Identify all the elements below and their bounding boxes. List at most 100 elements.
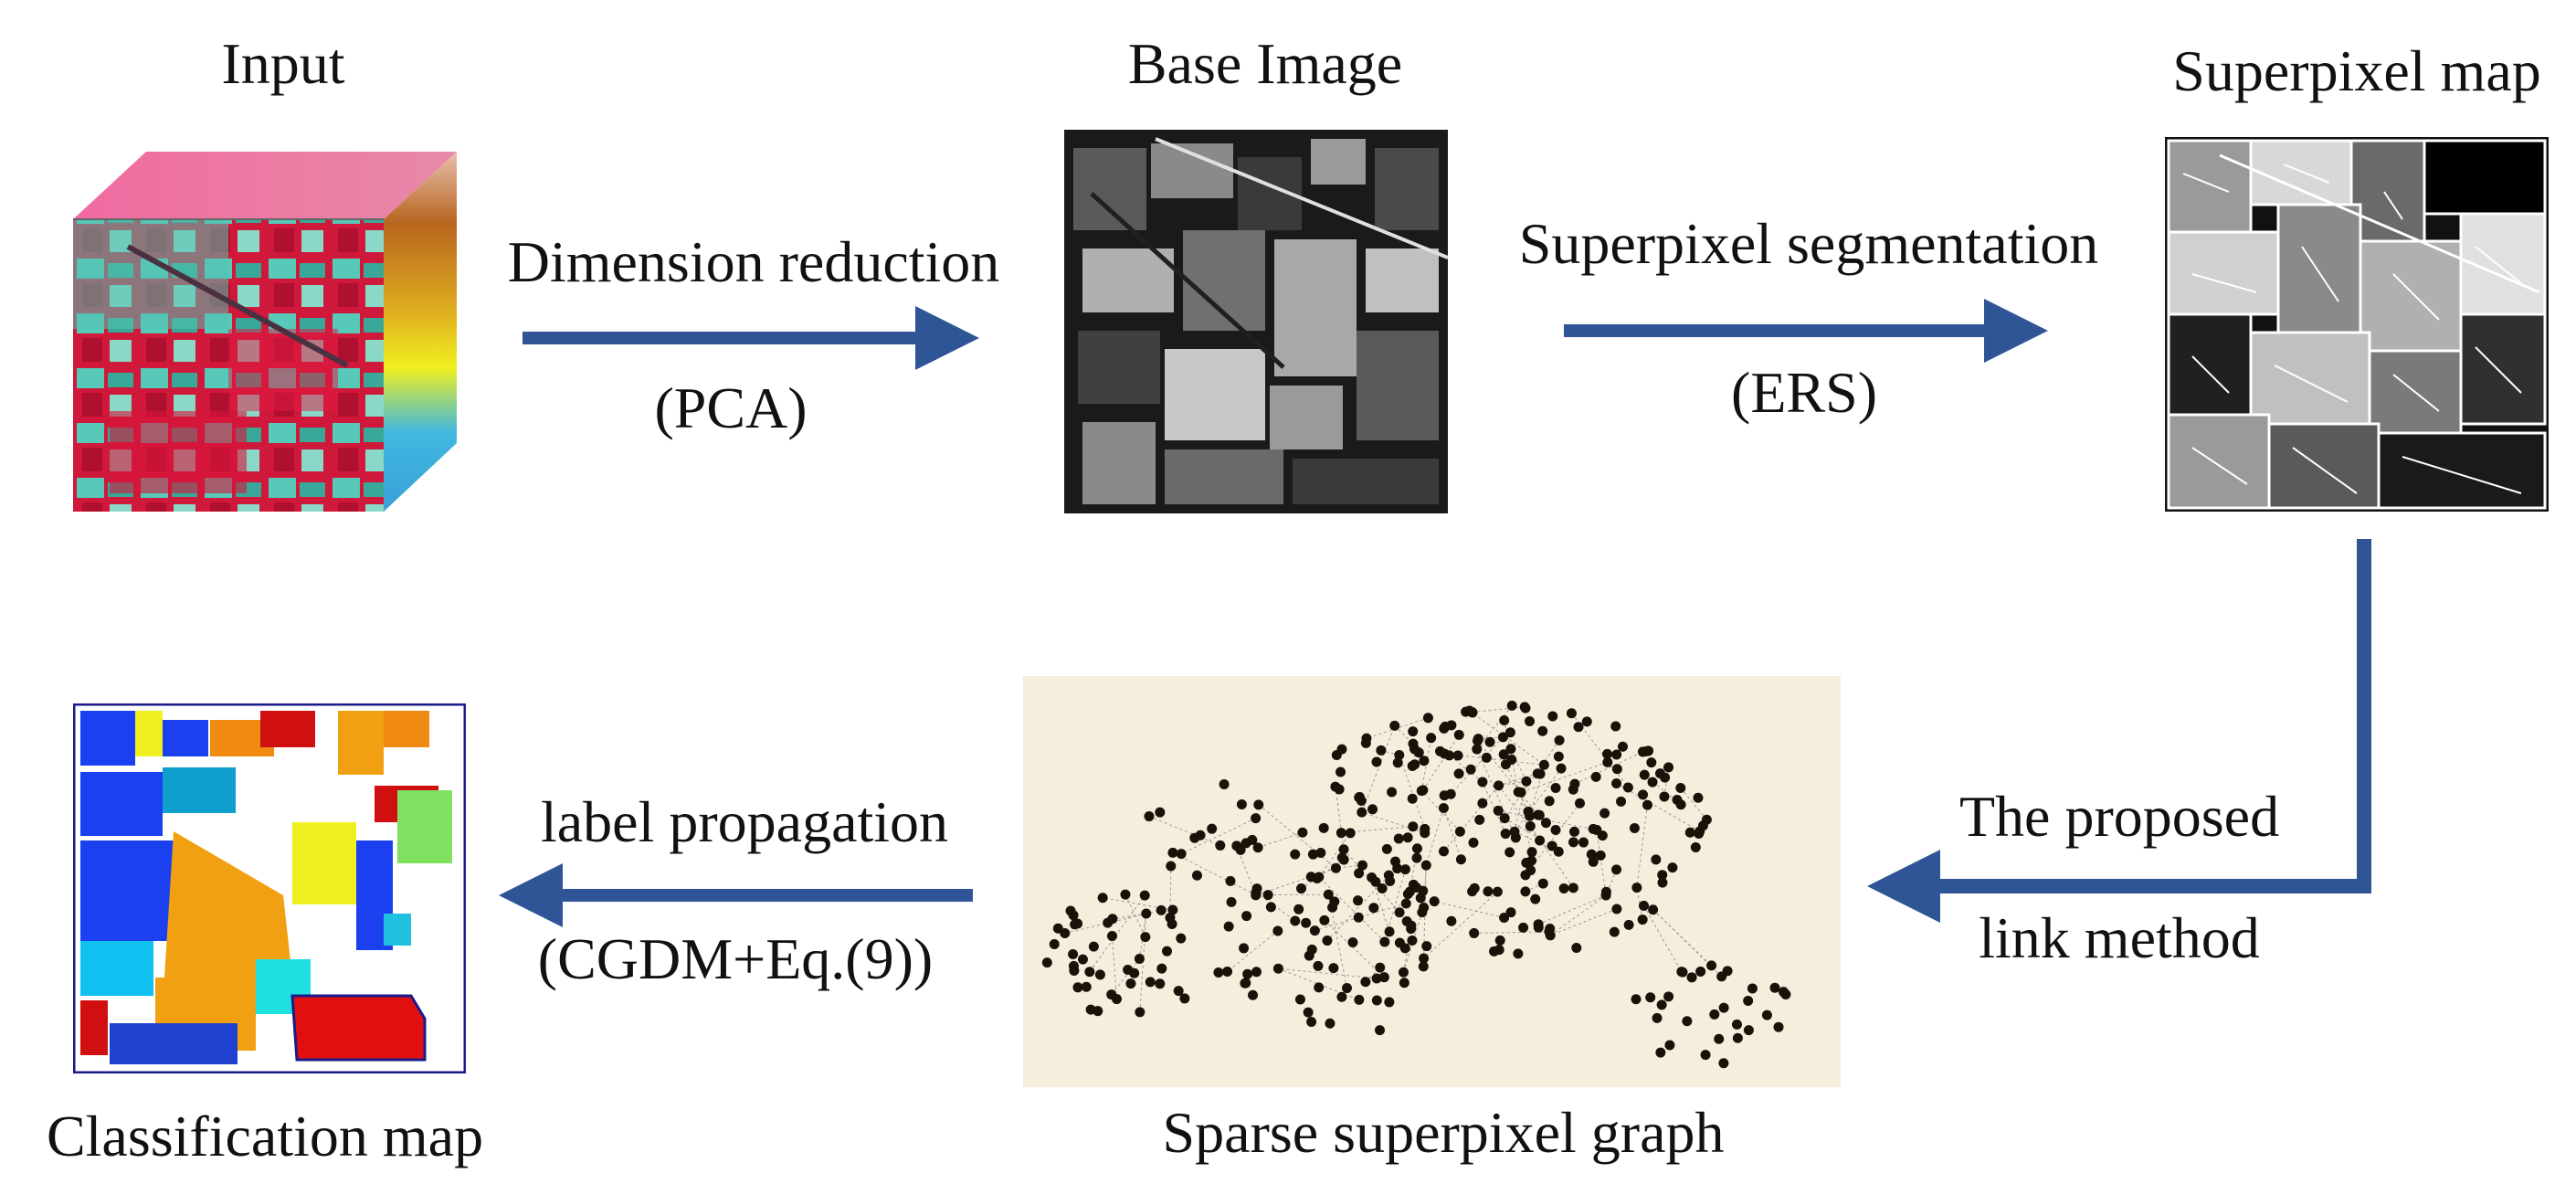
graph-node <box>1477 777 1488 788</box>
graph-node <box>1701 814 1712 825</box>
graph-node <box>1602 756 1613 767</box>
graph-node <box>1690 841 1701 852</box>
graph-node <box>1537 878 1548 889</box>
graph-node <box>1515 787 1526 798</box>
graph-node <box>1166 861 1177 872</box>
graph-node <box>1125 978 1136 989</box>
graph-edge <box>1571 713 1629 788</box>
graph-node <box>1301 917 1312 928</box>
graph-node <box>1106 931 1117 942</box>
graph-node <box>1360 977 1371 988</box>
graph-edge <box>1680 788 1707 820</box>
graph-node <box>1440 721 1451 732</box>
graph-node <box>1225 875 1236 886</box>
graph-node <box>1111 994 1122 1005</box>
graph-node <box>1252 842 1263 853</box>
graph-node <box>1420 860 1431 871</box>
graph-node <box>1513 948 1524 959</box>
cgdm-label: (CGDM+Eq.(9)) <box>537 926 934 991</box>
graph-node <box>1134 953 1145 964</box>
graph-node <box>1569 826 1580 837</box>
graph-node <box>1384 926 1395 937</box>
graph-node <box>1629 823 1640 834</box>
graph-edge <box>1596 830 1607 896</box>
graph-node <box>1404 886 1415 897</box>
graph-node <box>1419 953 1430 964</box>
graph-edge <box>1361 725 1396 813</box>
graph-node <box>1207 823 1218 834</box>
graph-node <box>1338 854 1349 865</box>
graph-node <box>1135 1007 1145 1018</box>
graph-node <box>1325 1018 1336 1029</box>
graph-node <box>1265 902 1276 913</box>
graph-node <box>1477 798 1488 809</box>
label-propagation-label: label propagation <box>540 789 949 854</box>
graph-node <box>1523 806 1534 817</box>
graph-node <box>1465 764 1476 775</box>
graph-node <box>1609 926 1620 937</box>
graph-node <box>1347 937 1358 948</box>
graph-node <box>1652 1012 1663 1023</box>
graph-node <box>1506 700 1517 711</box>
graph-node <box>1663 762 1674 773</box>
graph-edge <box>1537 894 1607 925</box>
graph-node <box>1319 914 1330 925</box>
graph-node <box>1189 832 1200 843</box>
graph-node <box>1617 741 1628 752</box>
graph-node <box>1236 798 1247 809</box>
graph-node <box>1600 886 1611 897</box>
graph-node <box>1215 840 1226 851</box>
graph-node <box>1383 870 1394 881</box>
graph-node <box>1709 1009 1720 1020</box>
graph-node <box>1521 857 1532 868</box>
graph-node <box>1452 750 1463 761</box>
graph-node <box>1167 918 1177 929</box>
graph-node <box>1375 962 1386 973</box>
input-title: Input <box>221 31 345 96</box>
graph-node <box>1070 919 1081 930</box>
graph-node <box>1540 818 1551 829</box>
graph-node <box>1231 840 1242 851</box>
graph-node <box>1547 711 1558 722</box>
base-image <box>1064 130 1448 513</box>
graph-node <box>1494 780 1504 791</box>
graph-node <box>1419 756 1430 766</box>
graph-nodes <box>1041 700 1791 1069</box>
graph-node <box>1616 796 1627 807</box>
graph-node <box>1611 904 1622 914</box>
graph-node <box>1394 749 1405 760</box>
graph-edge <box>1318 832 1351 878</box>
graph-node <box>1421 941 1432 952</box>
graph-edge <box>1434 901 1504 918</box>
graph-node <box>1060 928 1071 939</box>
graph-node <box>1312 872 1323 883</box>
graph-node <box>1368 903 1379 914</box>
graph-node <box>1330 862 1341 873</box>
graph-node <box>1378 972 1389 983</box>
graph-edge <box>1318 876 1386 943</box>
graph-node <box>1474 814 1485 825</box>
graph-node <box>1222 966 1233 977</box>
graph-node <box>1588 823 1599 834</box>
graph-node <box>1097 893 1108 904</box>
graph-node <box>1743 996 1754 1007</box>
dimension-reduction-label: Dimension reduction <box>507 229 1000 294</box>
graph-node <box>1240 838 1251 849</box>
graph-node <box>1535 835 1546 846</box>
graph-edge <box>1476 705 1513 750</box>
graph-node <box>1242 968 1253 979</box>
graph-node <box>1695 966 1706 977</box>
graph-node <box>1526 847 1537 858</box>
graph-edge <box>1172 851 1256 896</box>
graph-node <box>1761 1010 1772 1020</box>
graph-node <box>1545 924 1556 935</box>
graph-node <box>1314 982 1325 993</box>
graph-edge <box>1258 804 1336 869</box>
graph-node <box>1648 904 1659 915</box>
graph-node <box>1554 735 1565 745</box>
classification-map <box>73 703 466 1073</box>
graph-node <box>1394 907 1405 918</box>
graph-node <box>1623 919 1634 930</box>
graph-node <box>1706 960 1717 971</box>
graph-node <box>1469 927 1480 938</box>
